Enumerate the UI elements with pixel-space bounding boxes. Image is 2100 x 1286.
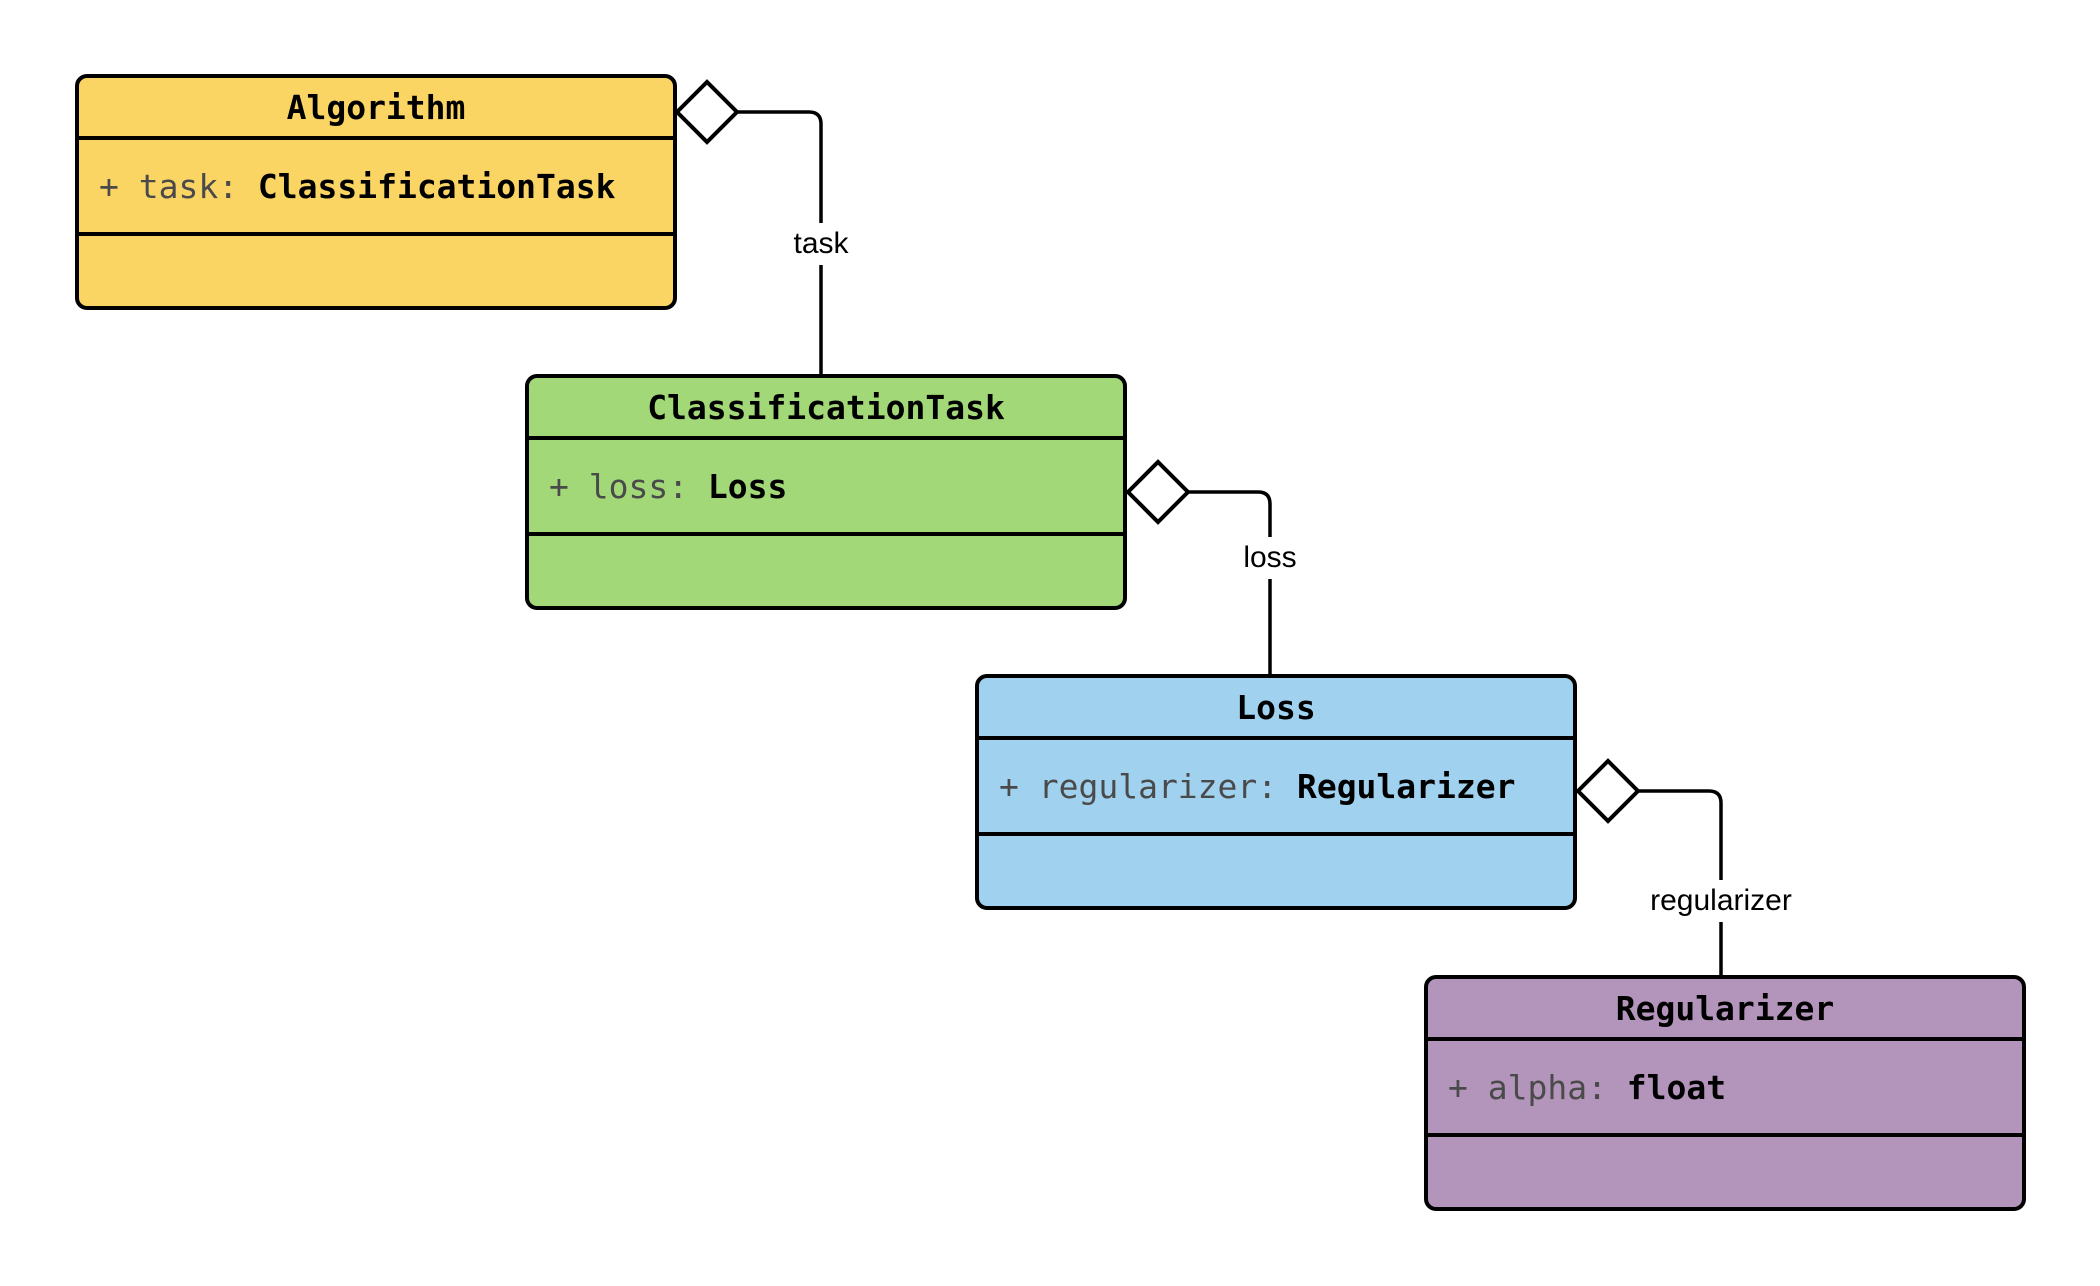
aggregation-diamond-icon: [674, 79, 740, 145]
attribute-type: Regularizer: [1296, 766, 1516, 806]
attribute-visibility-and-name: + task:: [99, 166, 239, 206]
attribute-visibility-and-name: + alpha:: [1448, 1067, 1607, 1107]
class-box-classificationtask: ClassificationTask + loss: Loss: [525, 374, 1127, 610]
edge-label-task: task: [783, 223, 859, 265]
attribute-type: ClassificationTask: [257, 166, 616, 206]
connector-classificationtask-loss: [1188, 490, 1272, 676]
class-title: ClassificationTask: [529, 378, 1123, 440]
connector-loss-regularizer: [1638, 789, 1723, 977]
class-attribute-row: + alpha: float: [1428, 1041, 2022, 1137]
class-methods-compartment-empty: [529, 536, 1123, 606]
class-box-loss: Loss + regularizer: Regularizer: [975, 674, 1577, 910]
edge-label-regularizer: regularizer: [1640, 880, 1802, 922]
attribute-type: float: [1626, 1067, 1727, 1107]
class-title: Regularizer: [1428, 979, 2022, 1041]
aggregation-diamond-icon: [1575, 758, 1641, 824]
class-box-algorithm: Algorithm + task: ClassificationTask: [75, 74, 677, 310]
class-title: Loss: [979, 678, 1573, 740]
class-title: Algorithm: [79, 78, 673, 140]
class-box-regularizer: Regularizer + alpha: float: [1424, 975, 2026, 1211]
attribute-visibility-and-name: + loss:: [549, 466, 689, 506]
class-attribute-row: + task: ClassificationTask: [79, 140, 673, 236]
class-attribute-row: + regularizer: Regularizer: [979, 740, 1573, 836]
connector-algorithm-classificationtask: [737, 110, 823, 376]
class-methods-compartment-empty: [979, 836, 1573, 906]
aggregation-diamond-icon: [1125, 459, 1191, 525]
class-methods-compartment-empty: [79, 236, 673, 306]
attribute-visibility-and-name: + regularizer:: [999, 766, 1278, 806]
attribute-type: Loss: [707, 466, 788, 506]
edge-label-loss: loss: [1233, 537, 1307, 579]
class-attribute-row: + loss: Loss: [529, 440, 1123, 536]
class-methods-compartment-empty: [1428, 1137, 2022, 1207]
